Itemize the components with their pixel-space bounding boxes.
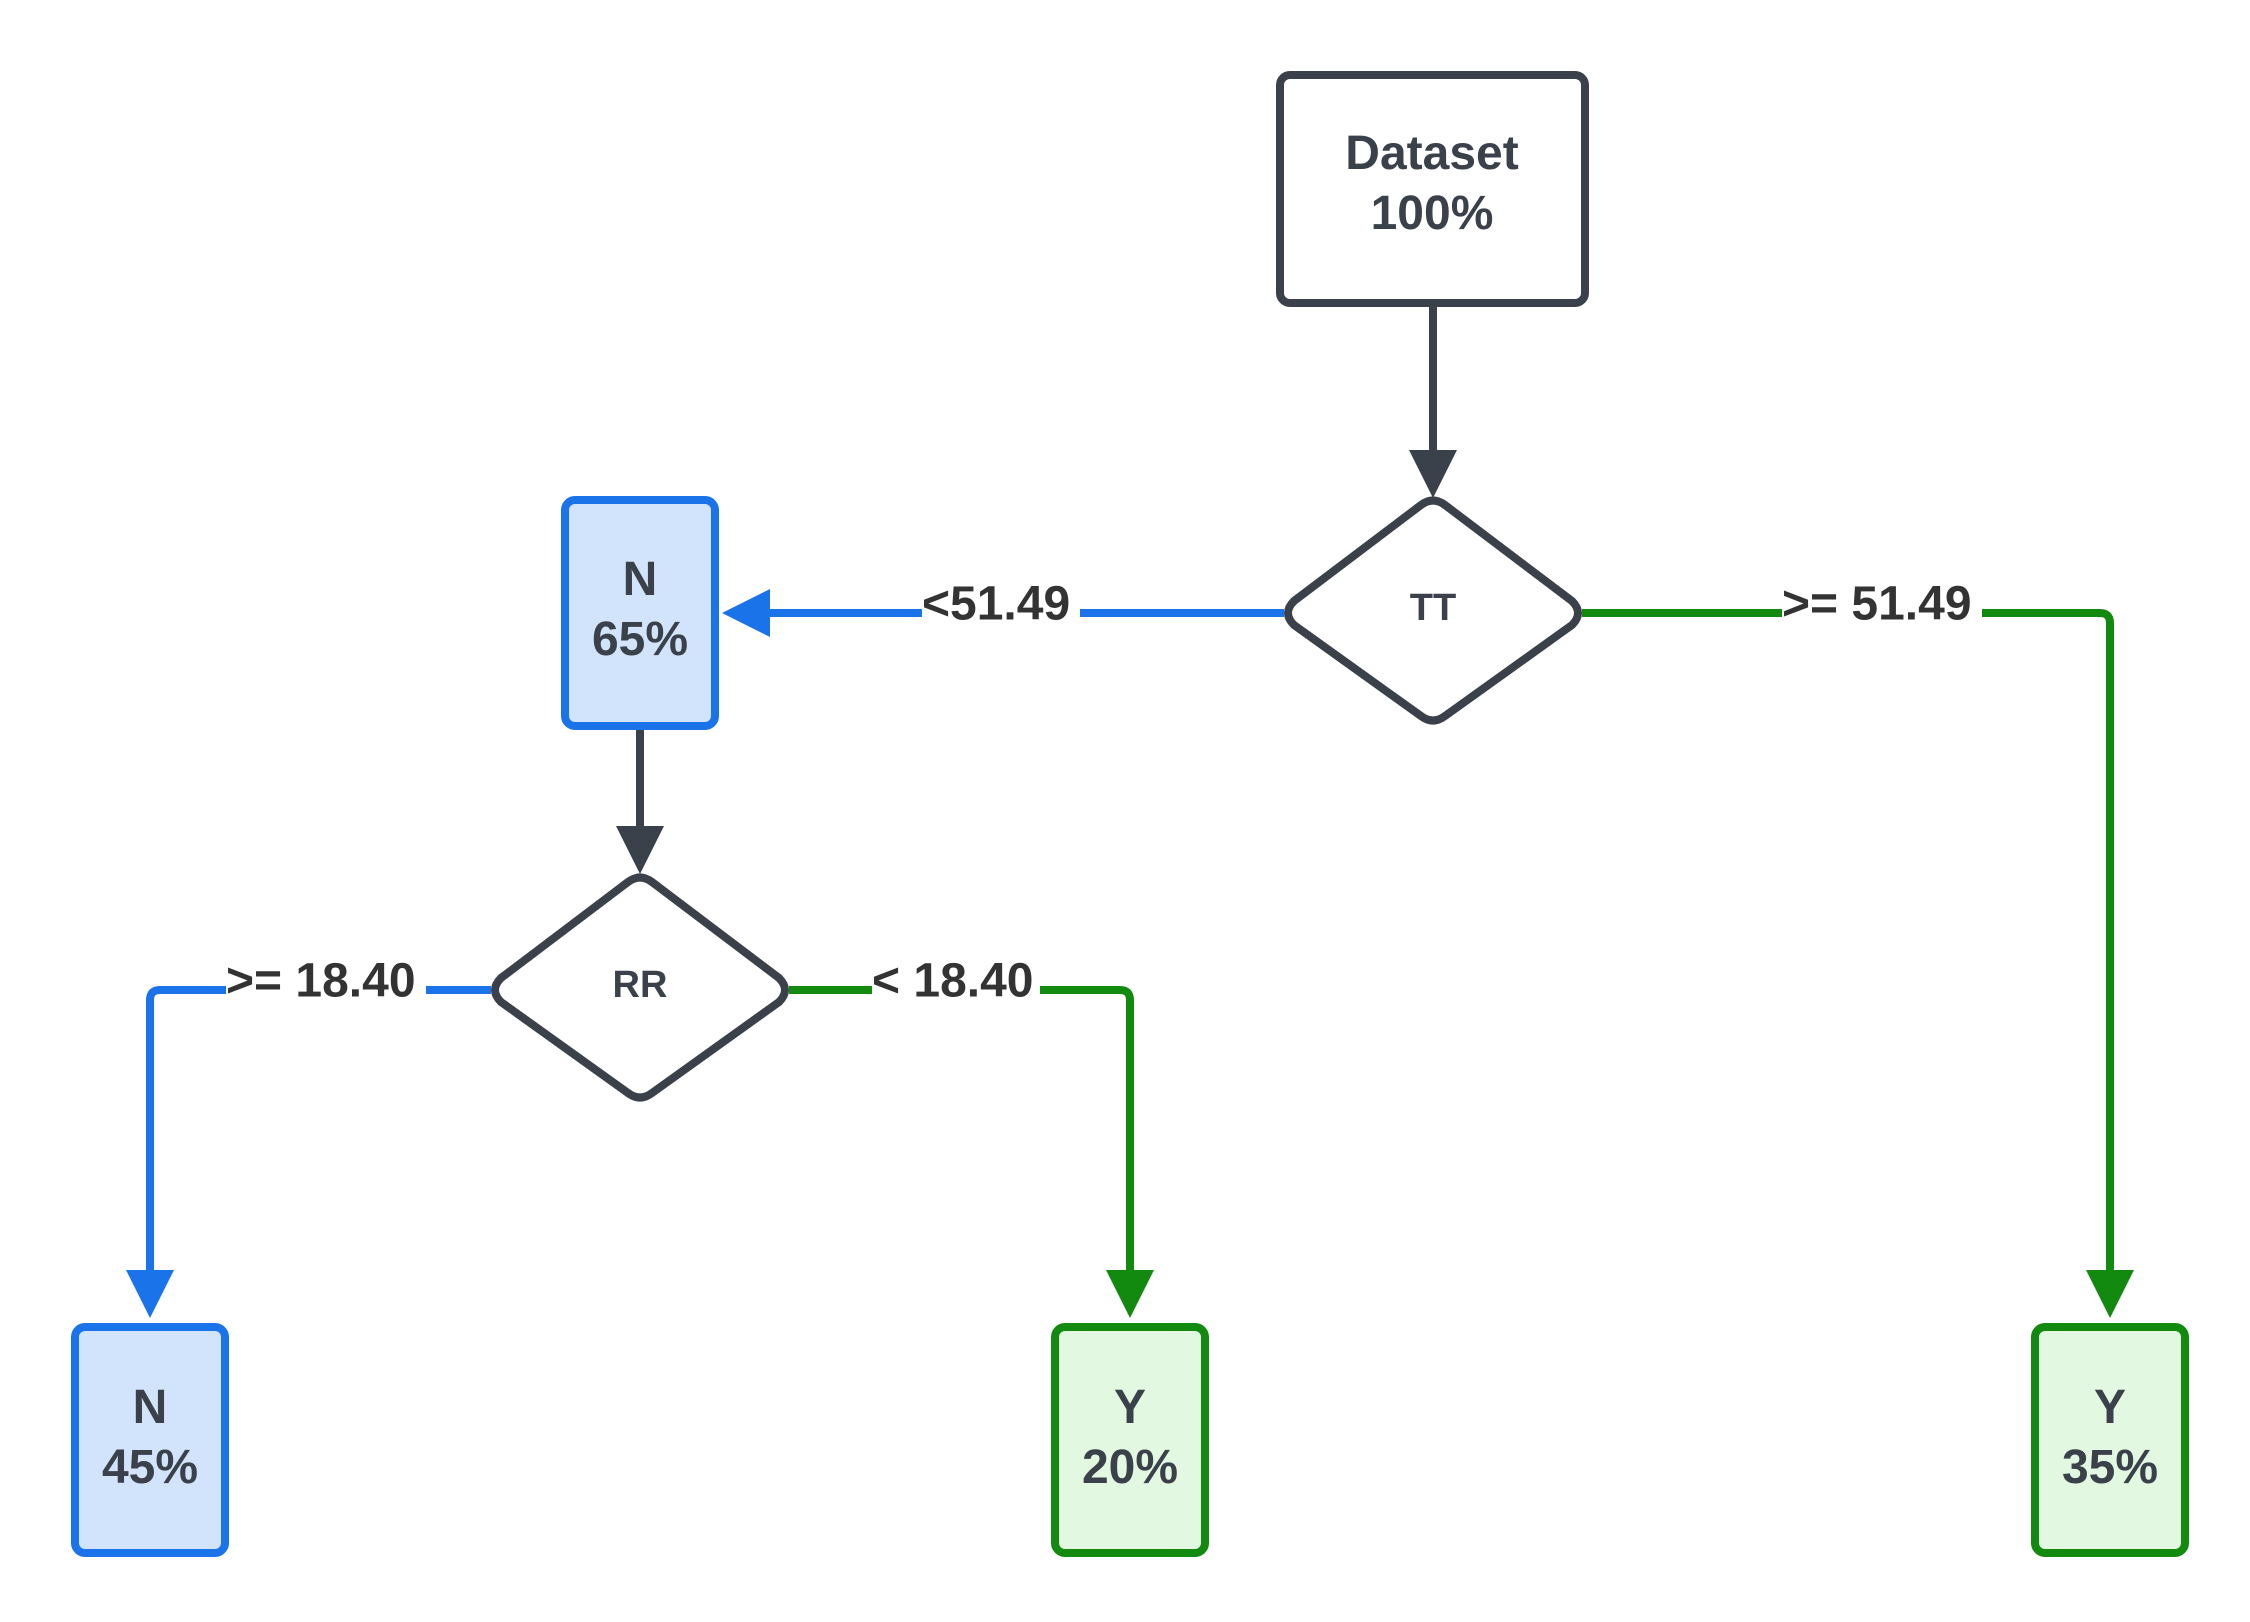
- y-right-line1: Y: [2094, 1381, 2126, 1434]
- edge-rr-to-n-leaf: [126, 986, 491, 1318]
- rr-decision-node: RR: [491, 873, 789, 1102]
- n-leaf-line2: 45%: [102, 1441, 198, 1494]
- n-leaf-line1: N: [133, 1381, 168, 1434]
- root-node-line1: Dataset: [1345, 127, 1518, 180]
- edges: [126, 305, 2134, 1318]
- root-node-line2: 100%: [1371, 187, 1494, 240]
- y-right-line2: 35%: [2062, 1441, 2158, 1494]
- rr-decision-label: RR: [613, 964, 668, 1006]
- tt-decision-label: TT: [1410, 587, 1456, 629]
- edge-rr-to-y-mid: [789, 986, 1154, 1318]
- y-mid-line1: Y: [1114, 1381, 1146, 1434]
- nodes: Dataset 100% TT N 65% RR N 45% Y: [71, 71, 2189, 1557]
- edge-label-tt-left: <51.49: [922, 578, 1070, 631]
- y-right-node: Y 35%: [2031, 1323, 2189, 1557]
- edge-label-rr-right: < 18.40: [872, 955, 1033, 1008]
- y-mid-line2: 20%: [1082, 1441, 1178, 1494]
- tt-decision-node: TT: [1284, 496, 1582, 725]
- n-mid-line2: 65%: [592, 613, 688, 666]
- edge-labels: <51.49 >= 51.49 >= 18.40 < 18.40: [226, 578, 1982, 1020]
- n-leaf-node: N 45%: [71, 1323, 229, 1557]
- n-mid-line1: N: [623, 553, 658, 606]
- y-mid-node: Y 20%: [1051, 1323, 1209, 1557]
- edge-label-tt-right: >= 51.49: [1782, 578, 1972, 631]
- root-node: Dataset 100%: [1276, 71, 1589, 307]
- edge-tt-to-y-right: [1582, 609, 2134, 1318]
- n-mid-node: N 65%: [561, 496, 719, 730]
- edge-label-rr-left: >= 18.40: [226, 955, 416, 1008]
